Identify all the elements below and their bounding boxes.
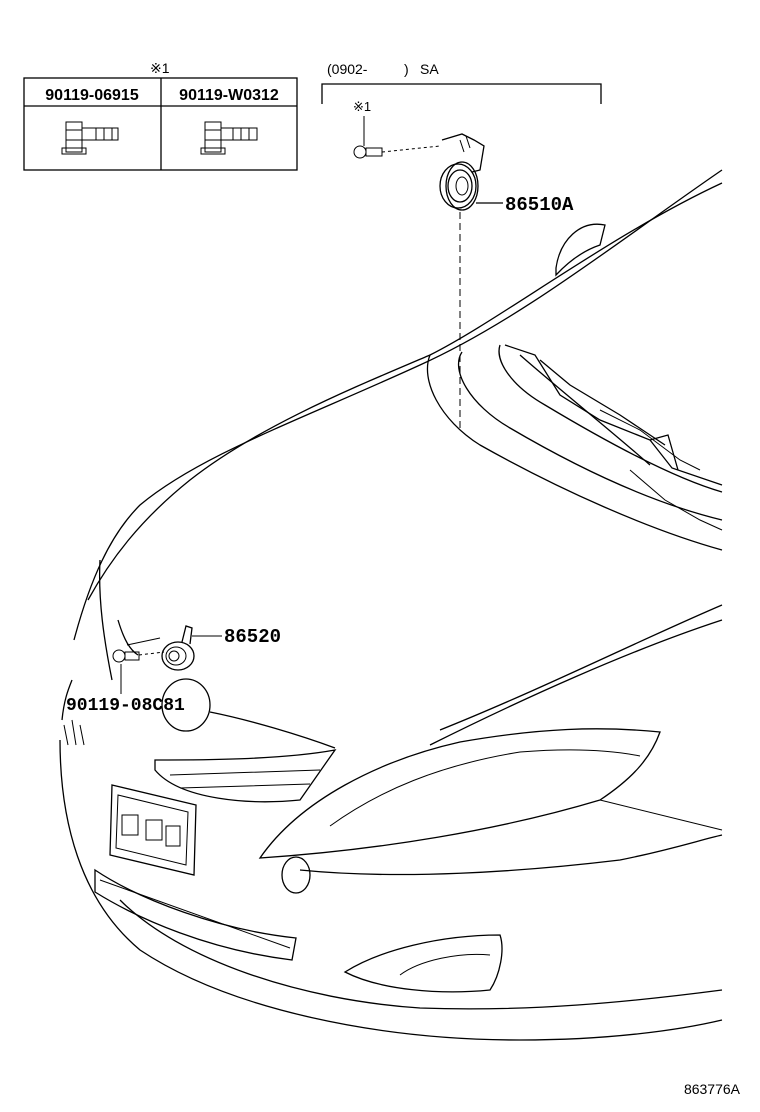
variant-bracket: (0902- ) SA [321,61,602,104]
table-header-part-1: 90119-06915 [45,87,139,104]
illustration-code: 863776A [684,1081,741,1097]
bolt-icon [112,637,165,663]
fastener-table: ※1 90119-06915 90119-W0312 [23,60,298,171]
table-header-part-2: 90119-W0312 [179,87,279,104]
callout-horn-high: 86510A [505,194,574,216]
bolt-icon [61,121,119,155]
vehicle-outline [59,169,723,1041]
horn-high-illustration [439,133,503,211]
horn-high-note-mark: ※1 [353,99,371,114]
variant-close: ) [404,61,409,77]
bolt-icon [200,121,258,155]
callout-bolt: 90119-08C81 [66,696,185,716]
bolt-icon [353,145,441,159]
callout-horn-low: 86520 [224,626,281,648]
variant-date: (0902- [327,61,368,77]
variant-grade: SA [420,61,439,77]
horn-low-illustration [161,625,195,671]
table-note-mark: ※1 [150,60,170,76]
